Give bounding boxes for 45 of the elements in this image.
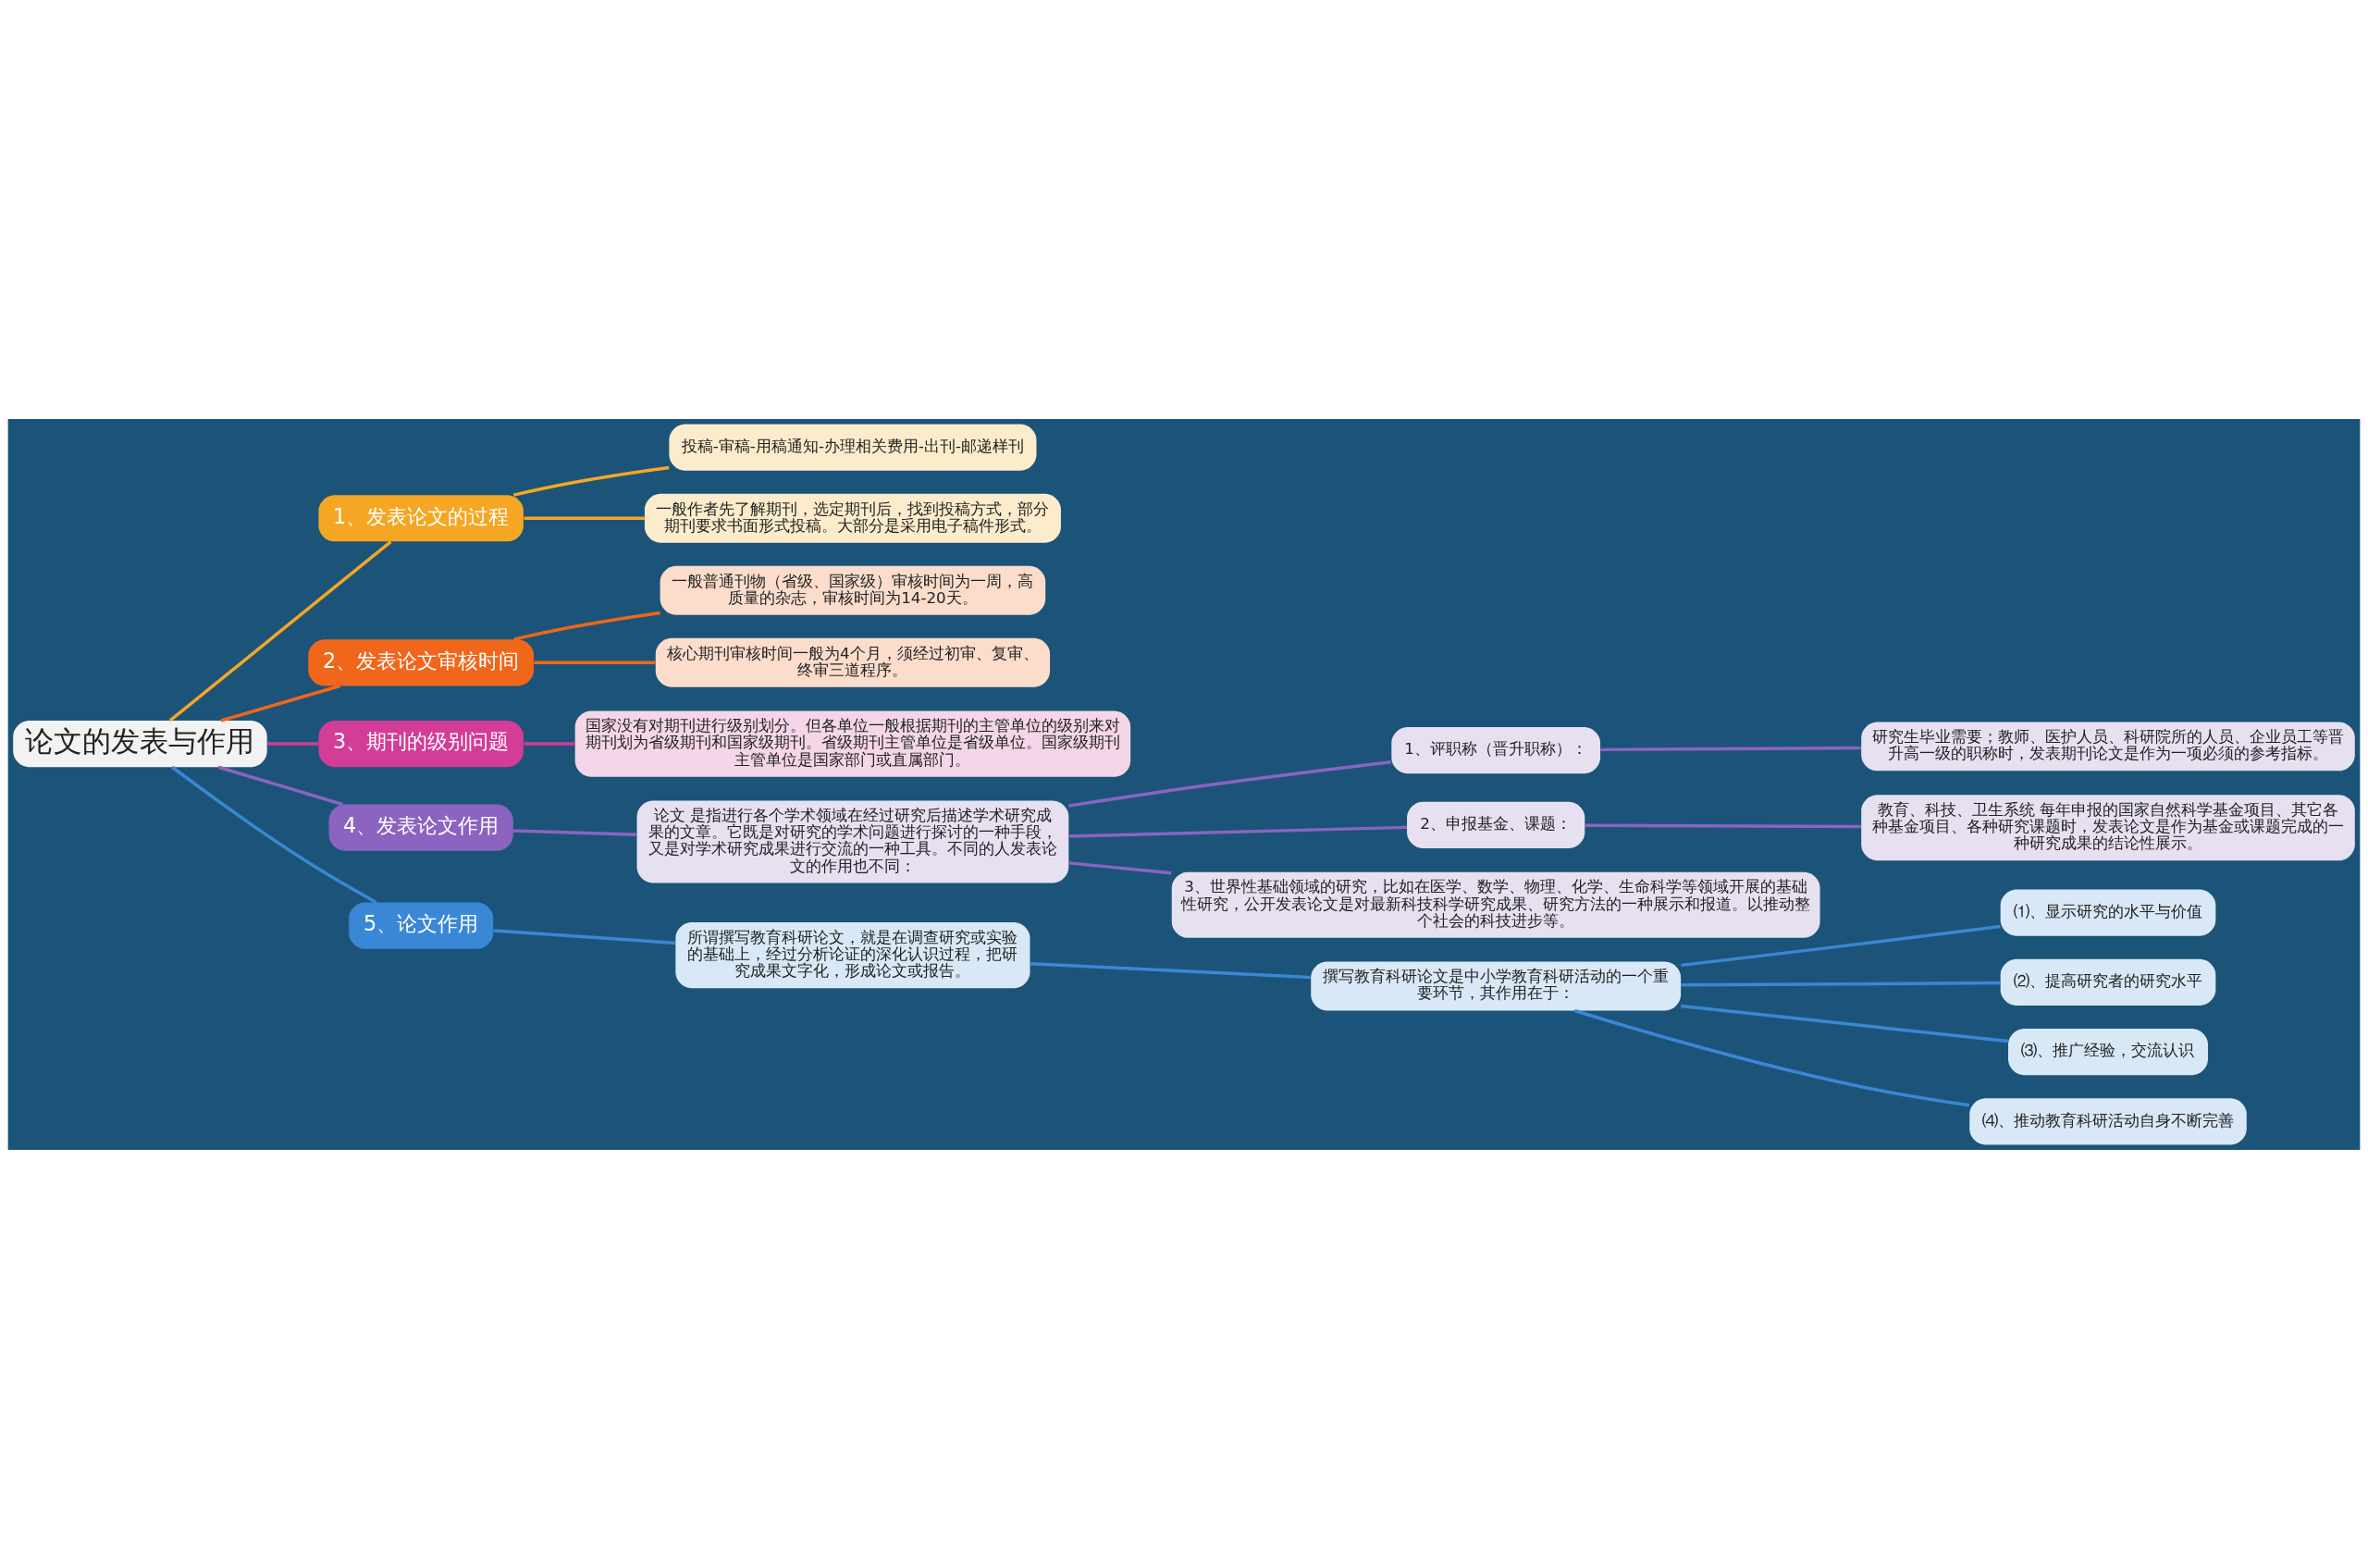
connector [1068, 825, 1407, 838]
node-box: 1、发表论文的过程 [318, 494, 524, 541]
node-box: 研究生毕业需要；教师、医护人员、科研院所的人员、企业员工等晋升高一级的职称时，发表期刊论文是作为一项必须的参考指标。 [1861, 721, 2355, 771]
connector [171, 765, 377, 904]
connector [168, 539, 392, 722]
node-box: 3、期刊的级别问题 [318, 720, 524, 767]
node-box: 1、评职称（晋升职称）： [1391, 726, 1601, 773]
node-box: 所谓撰写教育科研论文，就是在调查研究或实验的基础上，经过分析论证的深化认识过程，把研究成果文字化，形成论文或报告。 [675, 921, 1030, 988]
node-box: ⑶、推广经验，交流认识 [2008, 1028, 2208, 1075]
connector [1030, 961, 1311, 979]
node-box: 2、申报基金、课题： [1407, 801, 1585, 848]
connector [512, 828, 637, 836]
node-box: 5、论文作用 [349, 902, 494, 949]
connector [1681, 981, 2001, 987]
node-box: 核心期刊审核时间一般为4个月，须经过初审、复审、终审三道程序。 [655, 637, 1051, 687]
node-box: 4、发表论文作用 [328, 804, 513, 851]
node-box: 一般作者先了解期刊，选定期刊后，找到投稿方式，部分期刊要求书面形式投稿。大部分是采用电子稿件形式。 [644, 493, 1061, 543]
connector [493, 928, 676, 945]
node-box: 国家没有对期刊进行级别划分。但各单位一般根据期刊的主管单位的级别来对期刊划为省级期刊和国家级期刊。省级期刊主管单位是省级单位。国家级期刊主管单位是国家部门或直属部门。 [574, 710, 1131, 777]
node-box: 3、世界性基础领域的研究，比如在医学、数学、物理、化学、生命科学等领域开展的基础性研究，公开发表论文是对最新科技科学研究成果、研究方法的一种展示和报道。以推动整个社会的科技进步等。 [1171, 871, 1820, 938]
node-box: ⑵、提高研究者的研究水平 [2000, 958, 2216, 1006]
node-box: 教育、科技、卫生系统 每年申报的国家自然科学基金项目、其它各种基金项目、各种研究课题时，发表论文是作为基金或课题完成的一种研究成果的结论性展示。 [1861, 794, 2355, 860]
node-box: 2、发表论文审核时间 [308, 638, 535, 685]
connector [1600, 746, 1861, 751]
connector [534, 661, 656, 664]
connector [1068, 759, 1392, 808]
connector [220, 684, 340, 722]
node-box: 一般普通刊物（省级、国家级）审核时间为一周，高质量的杂志，审核时间为14-20天。 [660, 565, 1046, 615]
connector [1585, 823, 1862, 828]
connector [1681, 924, 2001, 967]
node-box: 撰写教育科研论文是中小学教育科研活动的一个重要环节，其作用在于： [1311, 961, 1682, 1010]
node-box: ⑴、显示研究的水平与价值 [2000, 889, 2216, 936]
node-box: 论文 是指进行各个学术领域在经过研究后描述学术研究成果的文章。它既是对研究的学术问题进行探讨的一种手段，又是对学术研究成果进行交流的一种工具。不同的人发表论文的作用也不同： [636, 799, 1069, 883]
connector [1681, 1004, 2008, 1043]
connector [524, 741, 575, 746]
connector [217, 765, 343, 806]
connector [512, 465, 670, 497]
connector [1573, 1008, 1970, 1106]
node-box: ⑷、推动教育科研活动自身不断完善 [1969, 1097, 2247, 1144]
connector [1068, 860, 1172, 875]
connector [513, 611, 660, 641]
node-box: 投稿-审稿-用稿通知-办理相关费用-出刊-邮递样刊 [669, 424, 1037, 471]
node-box: 论文的发表与作用 [13, 720, 267, 767]
connector [266, 741, 319, 746]
connector [524, 516, 645, 520]
